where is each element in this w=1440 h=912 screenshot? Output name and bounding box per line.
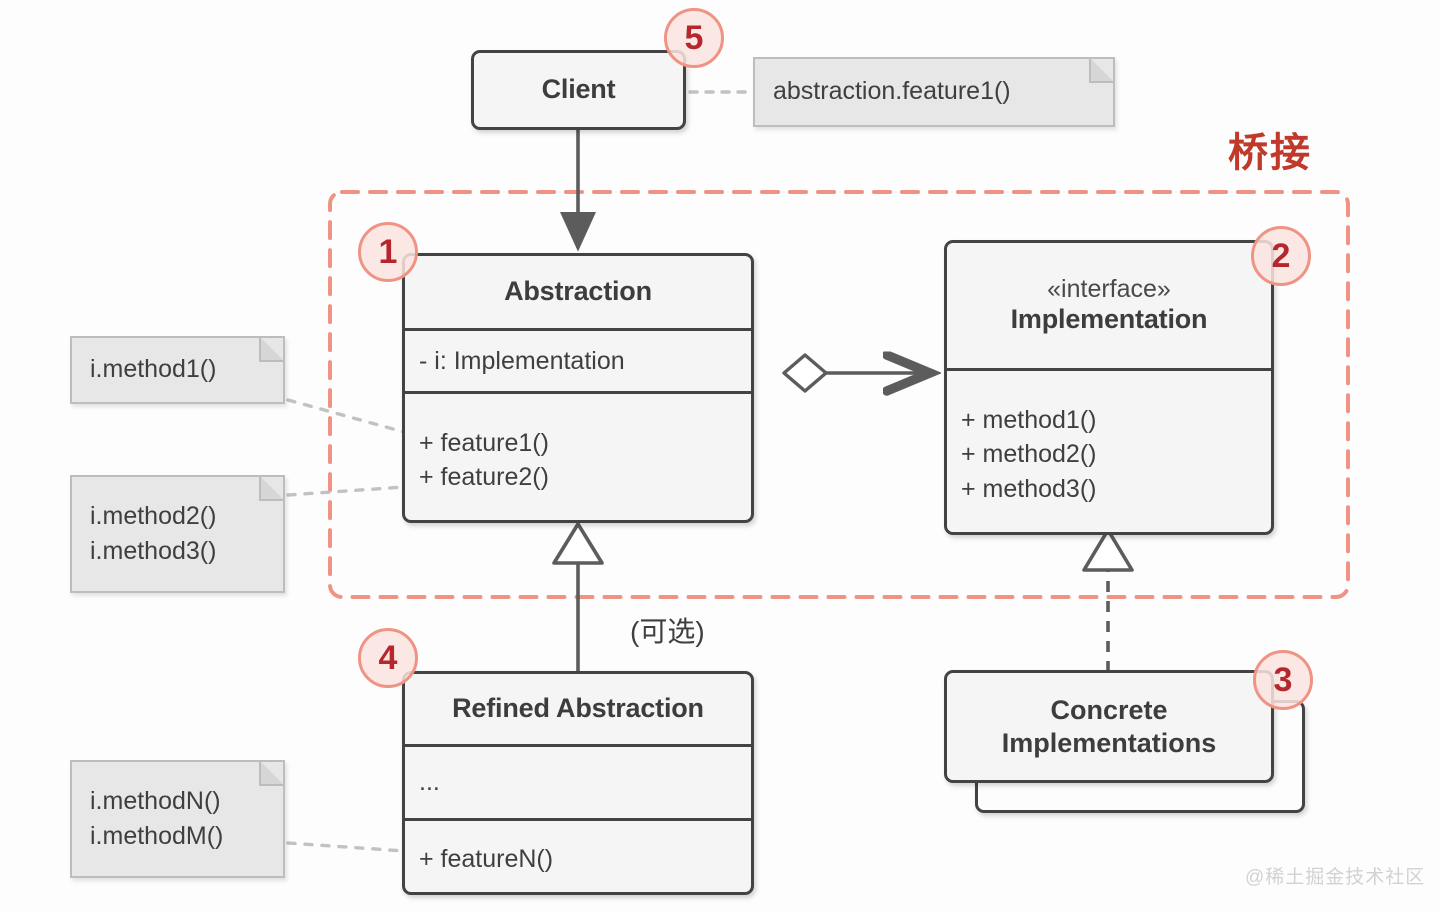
badge-label: 5 xyxy=(684,18,704,57)
note-text-line2: i.method3() xyxy=(90,537,217,565)
badge-5-client[interactable]: 5 xyxy=(664,8,724,68)
badge-label: 1 xyxy=(378,232,398,271)
note-featureN-body: i.methodN() i.methodM() xyxy=(70,760,285,878)
note-fold-icon xyxy=(1089,57,1115,83)
class-name-implementation: Implementation xyxy=(1010,303,1208,334)
note-fold-icon xyxy=(259,475,285,501)
class-name-abstraction: Abstraction xyxy=(504,276,652,307)
note-text-line1: i.methodN() xyxy=(90,786,221,815)
realization-triangle-implementation xyxy=(1082,528,1134,572)
note-text: i.method1() xyxy=(90,355,217,384)
class-name-refined-abstraction: Refined Abstraction xyxy=(452,693,704,724)
class-box-client[interactable]: Client xyxy=(471,50,686,130)
watermark: @稀土掘金技术社区 xyxy=(1245,867,1426,888)
field-i-implementation: - i: Implementation xyxy=(419,346,625,375)
class-box-refined-abstraction[interactable]: Refined Abstraction ... + featureN() xyxy=(402,671,754,895)
badge-2-implementation[interactable]: 2 xyxy=(1251,226,1311,286)
badge-label: 3 xyxy=(1273,660,1293,699)
note-text-line1: i.method2() xyxy=(90,501,217,530)
method-method3: + method3() xyxy=(961,474,1097,503)
note-feature2-body: i.method2() i.method3() xyxy=(70,475,285,593)
badge-label: 4 xyxy=(378,638,398,677)
inheritance-triangle-abstraction xyxy=(552,522,604,565)
method-feature2: + feature2() xyxy=(419,463,549,491)
note-text-line2: i.methodM() xyxy=(90,822,224,850)
note-text: abstraction.feature1() xyxy=(773,77,1011,106)
class-box-concrete-implementations[interactable]: Concrete Implementations xyxy=(944,670,1274,783)
badge-4-refined[interactable]: 4 xyxy=(358,628,418,688)
badge-3-concrete[interactable]: 3 xyxy=(1253,650,1313,710)
badge-label: 2 xyxy=(1271,236,1291,275)
class-box-abstraction[interactable]: Abstraction - i: Implementation + featur… xyxy=(402,253,754,523)
badge-1-abstraction[interactable]: 1 xyxy=(358,222,418,282)
note-fold-icon xyxy=(259,336,285,362)
note-fold-icon xyxy=(259,760,285,786)
class-name-client: Client xyxy=(541,74,616,105)
group-label-bridge: 桥接 xyxy=(1228,131,1312,175)
stereotype-interface: «interface» xyxy=(1047,275,1171,304)
note-feature2-leader xyxy=(286,485,406,497)
method-featureN: + featureN() xyxy=(419,845,554,874)
note-featureN-leader xyxy=(286,841,406,853)
method-method1: + method1() xyxy=(961,405,1097,434)
aggregation-diamond xyxy=(782,353,828,393)
method-feature1: + feature1() xyxy=(419,428,549,457)
class-name-concrete-line2: Implementations xyxy=(1001,727,1217,758)
label-optional: (可选) xyxy=(630,616,705,647)
note-client-call: abstraction.feature1() xyxy=(753,57,1115,127)
method-method2: + method2() xyxy=(961,440,1097,469)
field-ellipsis: ... xyxy=(419,768,440,797)
class-name-concrete-line1: Concrete xyxy=(1050,694,1168,725)
note-feature1-body: i.method1() xyxy=(70,336,285,404)
note-feature1-leader xyxy=(286,398,406,434)
class-box-implementation[interactable]: «interface» Implementation + method1() +… xyxy=(944,240,1274,535)
